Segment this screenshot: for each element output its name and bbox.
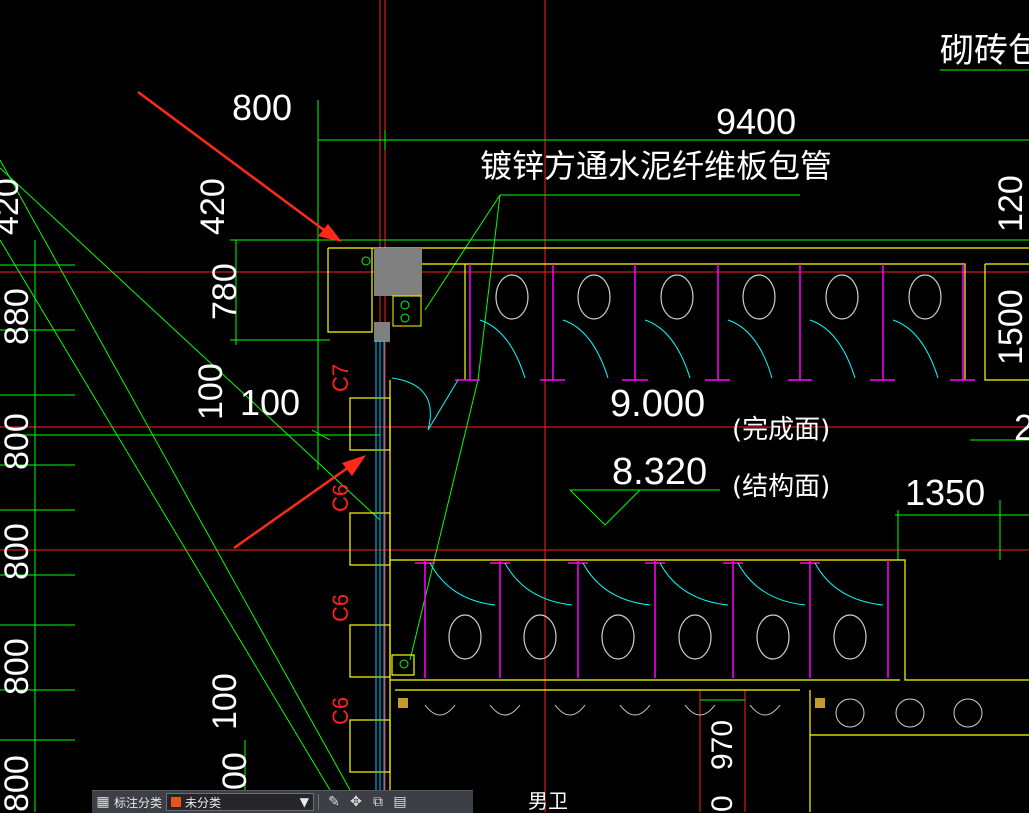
pipe-chase bbox=[361, 248, 422, 669]
dim-800-b: 800 bbox=[0, 523, 36, 580]
paste-icon[interactable]: ▤ bbox=[393, 794, 407, 810]
mark-c6-b: C6 bbox=[328, 594, 353, 622]
dim-0-bottom: 0 bbox=[706, 795, 739, 812]
dim-2: 2 bbox=[1014, 407, 1029, 448]
window-strip bbox=[375, 340, 385, 790]
walls bbox=[327, 247, 1029, 812]
label-brick-wrap: 砌砖包 bbox=[940, 31, 1029, 71]
drawing-labels: 镀锌方通水泥纤维板包管 砌砖包 9.000 (完成面) 8.320 (结构面) … bbox=[328, 31, 1029, 812]
dim-1500: 1500 bbox=[992, 289, 1029, 365]
level-finish: 9.000 bbox=[610, 383, 705, 425]
dim-420-mid: 420 bbox=[194, 178, 232, 235]
dim-1350: 1350 bbox=[905, 472, 985, 513]
room-name: 男卫 bbox=[528, 789, 568, 812]
dim-100-v: 100 bbox=[192, 363, 230, 420]
dim-00-bottom: 00 bbox=[216, 752, 254, 790]
layer-dropdown[interactable]: 未分类 ▼ bbox=[166, 793, 315, 811]
grid-icon[interactable]: ▦ bbox=[96, 794, 110, 810]
lower-stalls bbox=[398, 560, 983, 728]
layer-color-swatch bbox=[171, 797, 182, 807]
upper-stalls bbox=[391, 264, 975, 431]
label-pipe-wrap: 镀锌方通水泥纤维板包管 bbox=[480, 147, 832, 185]
dim-800-d: 800 bbox=[0, 755, 36, 812]
dim-9400: 9400 bbox=[716, 101, 796, 142]
move-icon[interactable]: ✥ bbox=[350, 794, 362, 810]
dimension-lines bbox=[0, 69, 1029, 812]
dim-880: 880 bbox=[0, 288, 36, 345]
dim-780: 780 bbox=[206, 263, 244, 320]
level-finish-note: (完成面) bbox=[732, 415, 830, 445]
mark-c6-a: C6 bbox=[328, 484, 353, 512]
level-struct: 8.320 bbox=[612, 451, 707, 493]
dim-100-h: 100 bbox=[240, 382, 300, 423]
chevron-down-icon: ▼ bbox=[299, 795, 310, 809]
dim-420-left: 420 bbox=[0, 178, 26, 235]
dim-100-bottom: 100 bbox=[206, 673, 244, 730]
dim-800-a: 800 bbox=[0, 413, 36, 470]
layer-value: 未分类 bbox=[185, 795, 222, 810]
dim-120: 120 bbox=[992, 175, 1029, 232]
dimension-text: 800 9400 420 420 880 800 800 800 800 780… bbox=[0, 87, 1029, 812]
dim-800-top: 800 bbox=[232, 87, 292, 128]
toolbar-divider bbox=[318, 794, 320, 810]
dim-970: 970 bbox=[706, 720, 739, 770]
mark-c7: C7 bbox=[328, 364, 353, 392]
annotation-arrows bbox=[137, 90, 366, 550]
category-label: 标注分类 bbox=[114, 795, 163, 810]
mark-c6-c: C6 bbox=[328, 697, 353, 725]
dim-800-c: 800 bbox=[0, 638, 36, 695]
annotation-toolbar: ▦ 标注分类 未分类 ▼ ✎ ✥ ⧉ ▤ bbox=[92, 790, 473, 813]
level-struct-note: (结构面) bbox=[732, 472, 830, 502]
copy-icon[interactable]: ⧉ bbox=[373, 794, 384, 810]
edit-icon[interactable]: ✎ bbox=[328, 794, 340, 810]
